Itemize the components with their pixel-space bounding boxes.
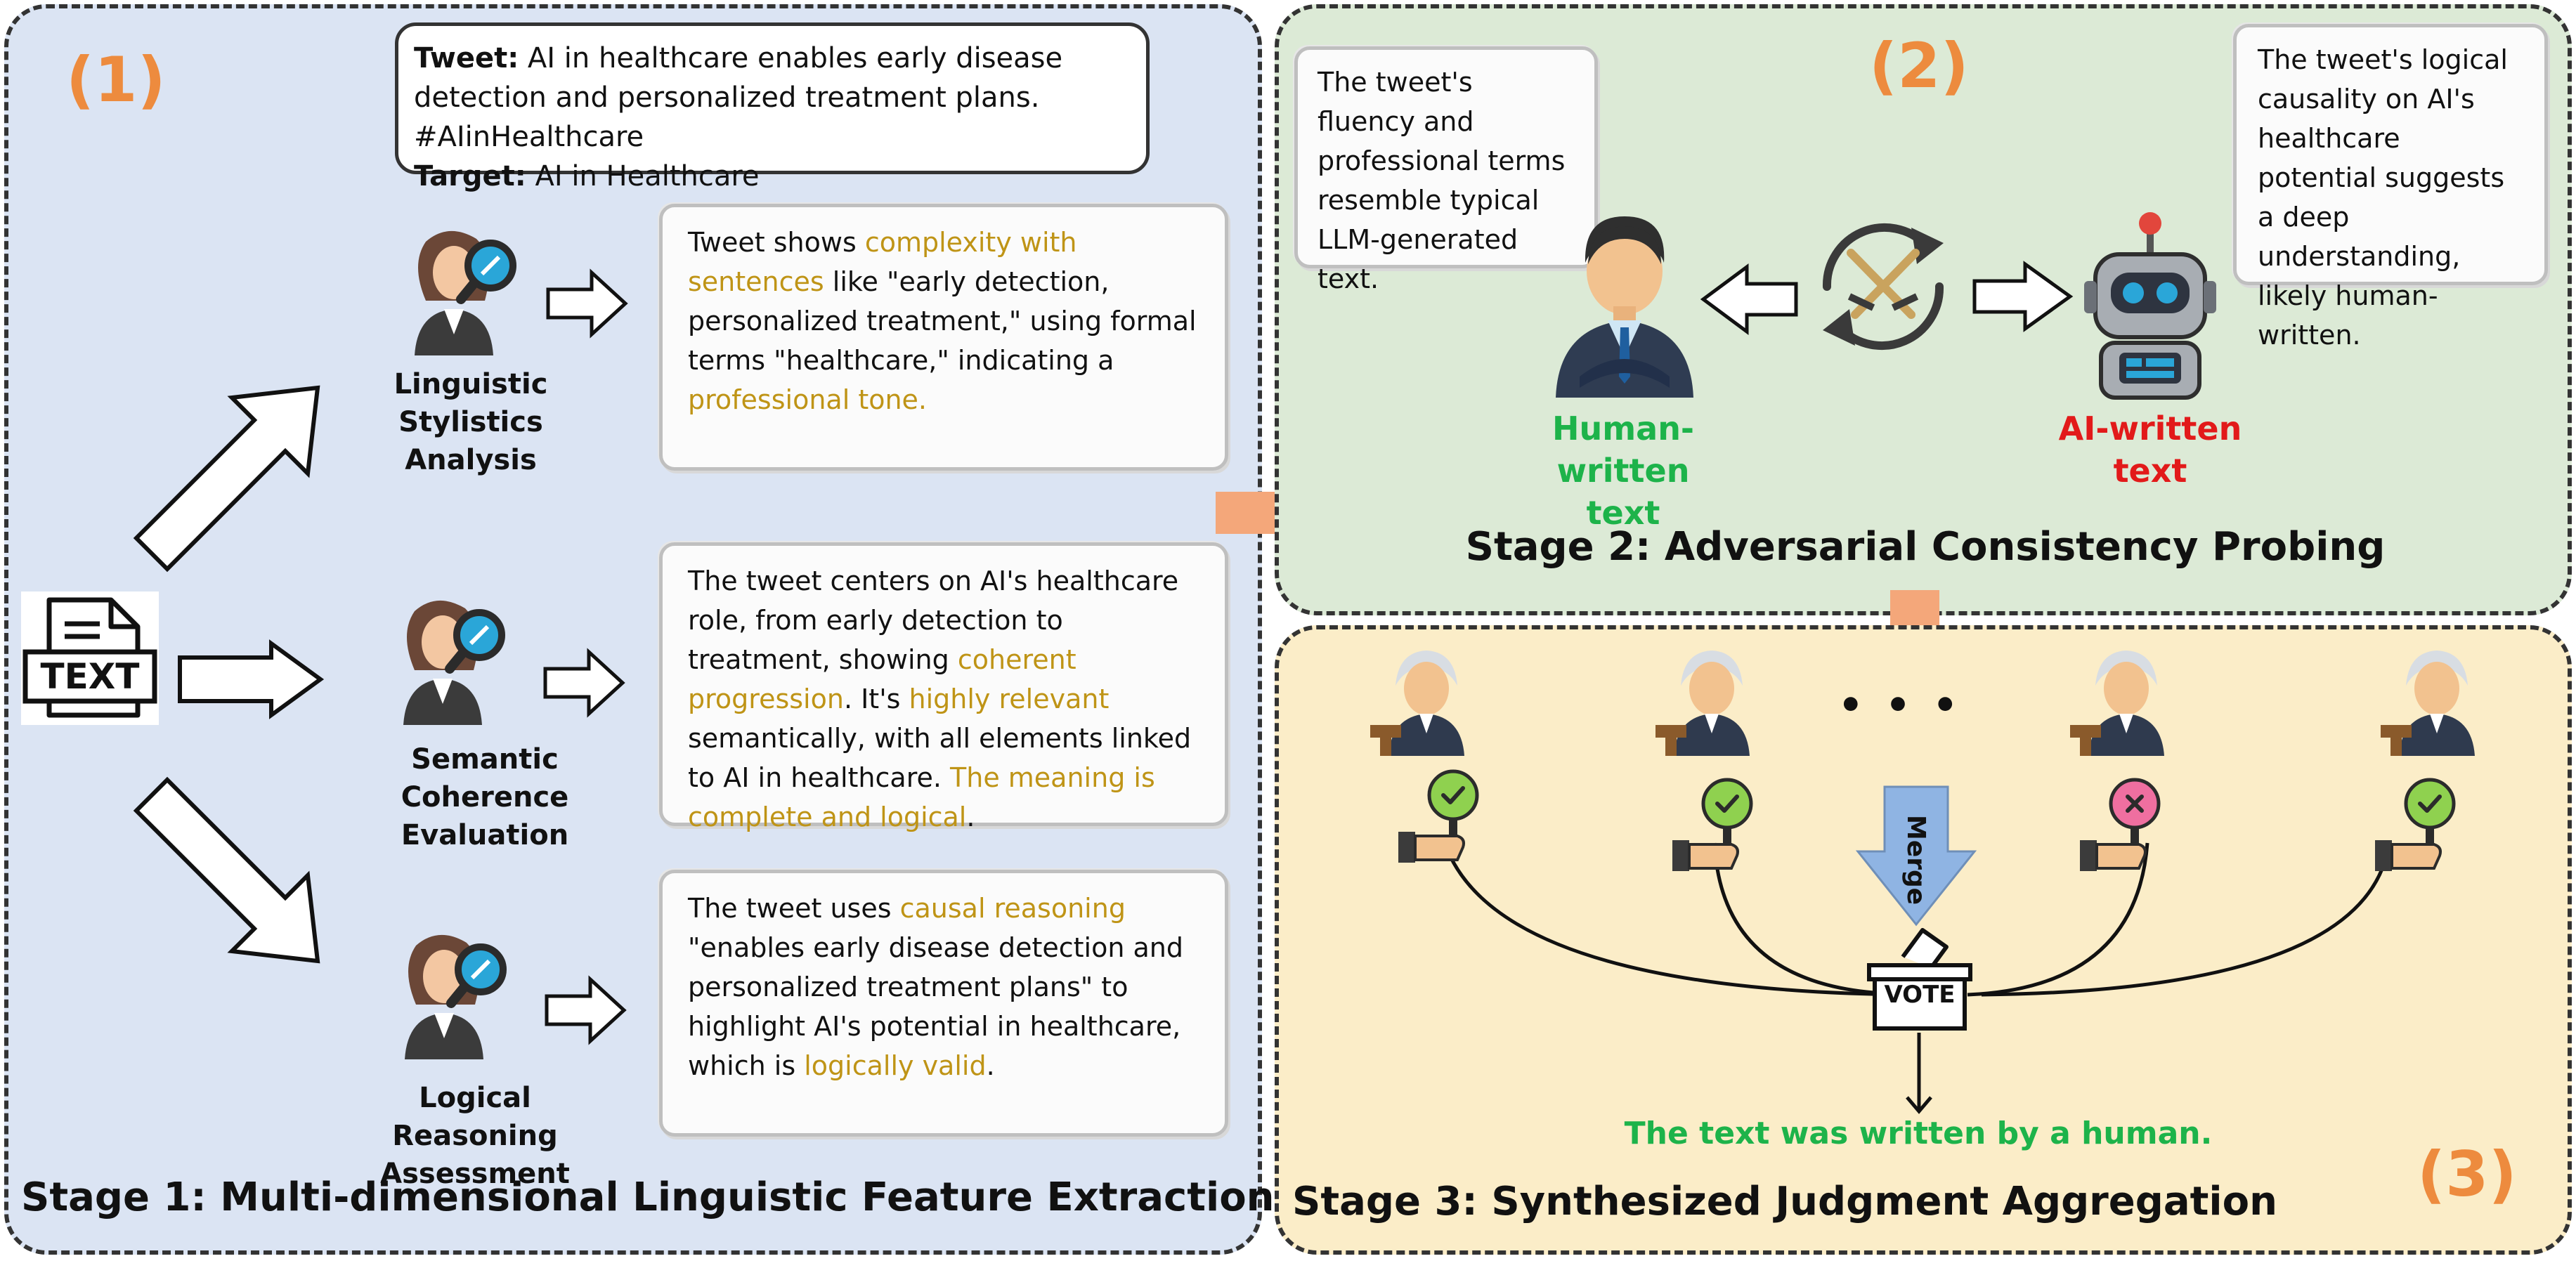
robot-icon [2084, 212, 2216, 400]
analysis-label-logic: Logical Reasoning Assessment [349, 1079, 601, 1193]
highlighted-phrase: coherent progression [688, 644, 1076, 714]
text-icon-label: TEXT [40, 656, 140, 697]
analysis-label-line1: Logical Reasoning [392, 1082, 558, 1152]
stage3-number: (3) [2417, 1138, 2517, 1210]
human-argument-text: The tweet's fluency and professional ter… [1318, 67, 1566, 294]
vote-approve-icon [1672, 777, 1764, 875]
stage1-title: Stage 1: Multi-dimensional Linguistic Fe… [21, 1175, 1275, 1220]
vote-lines [1443, 842, 2391, 997]
target-line: Target: AI in Healthcare [414, 157, 1131, 196]
stage2-title: Stage 2: Adversarial Consistency Probing [1465, 524, 2386, 570]
merge-arrow-icon [1855, 785, 1977, 927]
judge-icon [2381, 651, 2475, 756]
vote-reject-icon [2080, 777, 2171, 875]
analysis-label-coherence: Semantic Coherence Evaluation [351, 740, 618, 854]
merge-label: Merge [1901, 815, 1930, 906]
analysis-output-logic: The tweet uses causal reasoning "enables… [659, 870, 1228, 1137]
arrow-up-right-icon [133, 385, 320, 573]
analysis-output-coherence: The tweet centers on AI's healthcare rol… [659, 542, 1228, 832]
target-text: AI in Healthcare [526, 160, 760, 192]
stage3-title: Stage 3: Synthesized Judgment Aggregatio… [1292, 1179, 2277, 1224]
stage2-number: (2) [1869, 30, 1969, 102]
highlighted-phrase: complexity with sentences [688, 227, 1077, 297]
arrow-left-icon [1700, 263, 1798, 335]
human-figure-icon [1556, 216, 1693, 398]
output-text: . [986, 1050, 995, 1081]
analyst-icon [405, 934, 507, 1059]
target-label: Target: [414, 160, 526, 192]
human-written-label: Human-written text [1490, 407, 1757, 534]
vote-label: VOTE [1884, 981, 1956, 1009]
analysis-label-line1: Linguistic Stylistics [393, 368, 548, 438]
arrow-right-icon [178, 639, 325, 719]
ai-written-label: AI-written text [2017, 407, 2284, 492]
highlighted-phrase: highly relevant [909, 684, 1110, 714]
crossed-swords-cycle-icon [1822, 223, 1944, 350]
analysis-output-stylistics: Tweet shows complexity with sentences li… [659, 204, 1228, 471]
arrow-right-icon [1972, 261, 2074, 332]
output-text: Tweet shows [688, 227, 865, 258]
arrow-right-icon [545, 975, 627, 1045]
text-document-icon [21, 591, 159, 725]
ai-label-line1: AI-written [2058, 410, 2242, 447]
highlighted-phrase: professional tone. [688, 384, 928, 415]
arrow-right-icon [546, 268, 628, 339]
output-text: The tweet centers on AI's healthcare rol… [688, 566, 1179, 675]
ai-label-line2: text [2113, 452, 2187, 490]
highlighted-phrase: The meaning is complete and logical [688, 762, 1155, 832]
judge-icon [1655, 651, 1750, 756]
tweet-line: Tweet: AI in healthcare enables early di… [414, 39, 1131, 157]
analyst-icon [415, 230, 516, 355]
judge-icon [1370, 651, 1464, 756]
vote-approve-icon [2375, 777, 2466, 875]
human-label-line1: Human-written [1552, 410, 1695, 490]
output-text: like "early detection, personalized trea… [688, 266, 1197, 376]
ellipsis: • • • [1837, 683, 1963, 728]
output-text: The tweet uses [688, 893, 900, 924]
arrow-down-icon [1906, 1033, 1932, 1114]
arrow-right-icon [543, 648, 625, 718]
tweet-box: Tweet: AI in healthcare enables early di… [395, 22, 1150, 192]
tweet-text: AI in healthcare enables early disease d… [414, 42, 1063, 153]
analyst-icon [403, 600, 505, 725]
vote-approve-icon [1398, 769, 1490, 867]
judge-icon [2070, 651, 2164, 756]
highlighted-phrase: causal reasoning [899, 893, 1126, 924]
ai-argument-text: The tweet's logical causality on AI's he… [2258, 44, 2508, 351]
stage1-number: (1) [66, 44, 166, 116]
human-argument-bubble: The tweet's fluency and professional ter… [1294, 46, 1598, 294]
output-text: . [966, 802, 975, 832]
analysis-label-line1: Semantic Coherence [401, 743, 569, 813]
output-text: . It's [843, 684, 909, 714]
highlighted-phrase: logically valid [804, 1050, 987, 1081]
verdict-text: The text was written by a human. [1624, 1116, 2213, 1151]
analysis-label-line2: Analysis [405, 444, 537, 476]
human-label-line2: text [1586, 494, 1660, 532]
analysis-label-stylistics: Linguistic Stylistics Analysis [351, 365, 590, 479]
output-text: "enables early disease detection and per… [688, 932, 1184, 1081]
arrow-down-right-icon [133, 776, 320, 964]
tweet-label: Tweet: [414, 42, 519, 74]
ai-argument-bubble: The tweet's logical causality on AI's he… [2233, 24, 2548, 351]
ballot-box-icon [1867, 928, 1972, 1031]
analysis-label-line2: Evaluation [401, 819, 569, 851]
analysis-label-line2: Assessment [380, 1158, 570, 1190]
output-text: semantically, with all elements linked t… [688, 723, 1192, 793]
